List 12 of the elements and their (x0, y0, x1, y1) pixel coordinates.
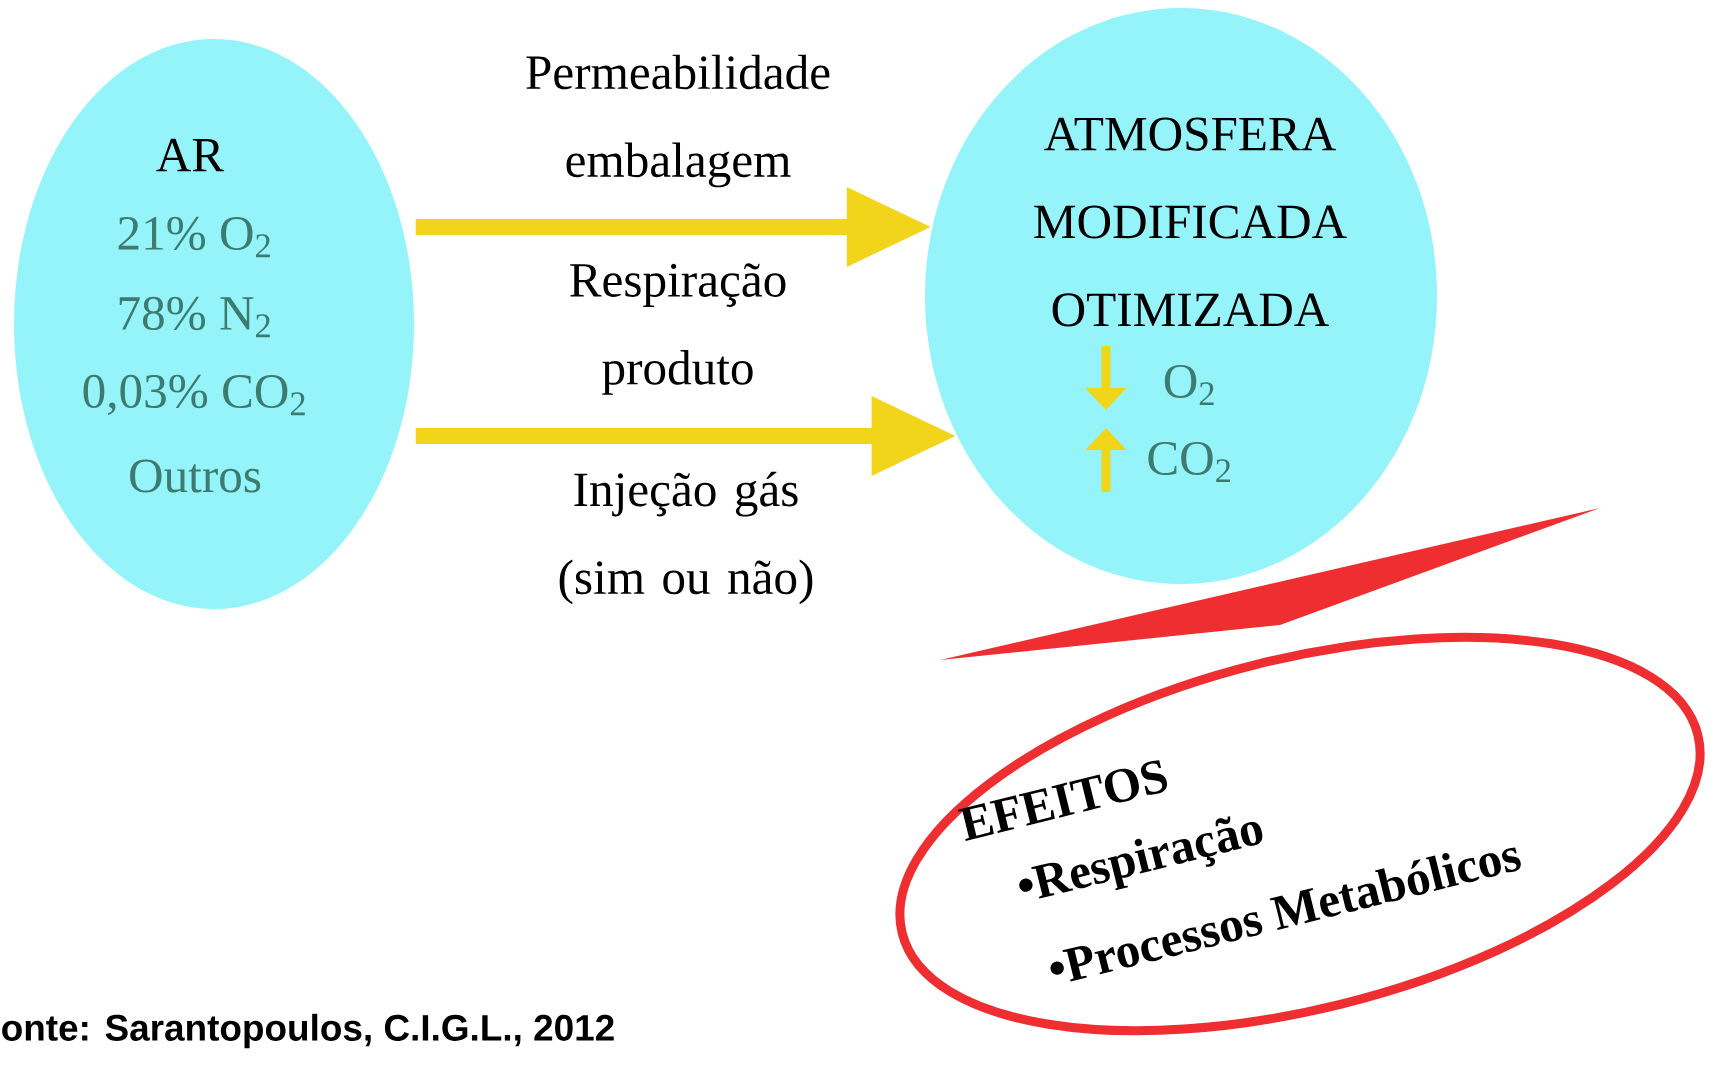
ellipse-text: ATMOSFERA MODIFICADA OTIMIZADA (1034, 117, 1347, 327)
ellipse-text: CO$_{2}$ (1148, 441, 1230, 483)
ellipse-text: 21% O$_{2}$ (118, 216, 270, 258)
label-text: Respiração produto (570, 263, 786, 395)
source-text: onte: Sarantopoulos, C.I.G.L., 2012 (2, 1013, 614, 1049)
ellipse-text: Outros (130, 459, 261, 493)
ellipse-text: 78% N$_{2}$ (119, 296, 270, 338)
ellipse-text: O$_{2}$ (1164, 364, 1214, 406)
ellipse-text: AR (156, 138, 225, 172)
edge-label: Permeabilidade embalagem (526, 54, 830, 188)
ellipse-text: 0,03% CO$_{2}$ (83, 374, 305, 416)
edge-label: Injeção gás (sim ou não) (559, 471, 813, 605)
